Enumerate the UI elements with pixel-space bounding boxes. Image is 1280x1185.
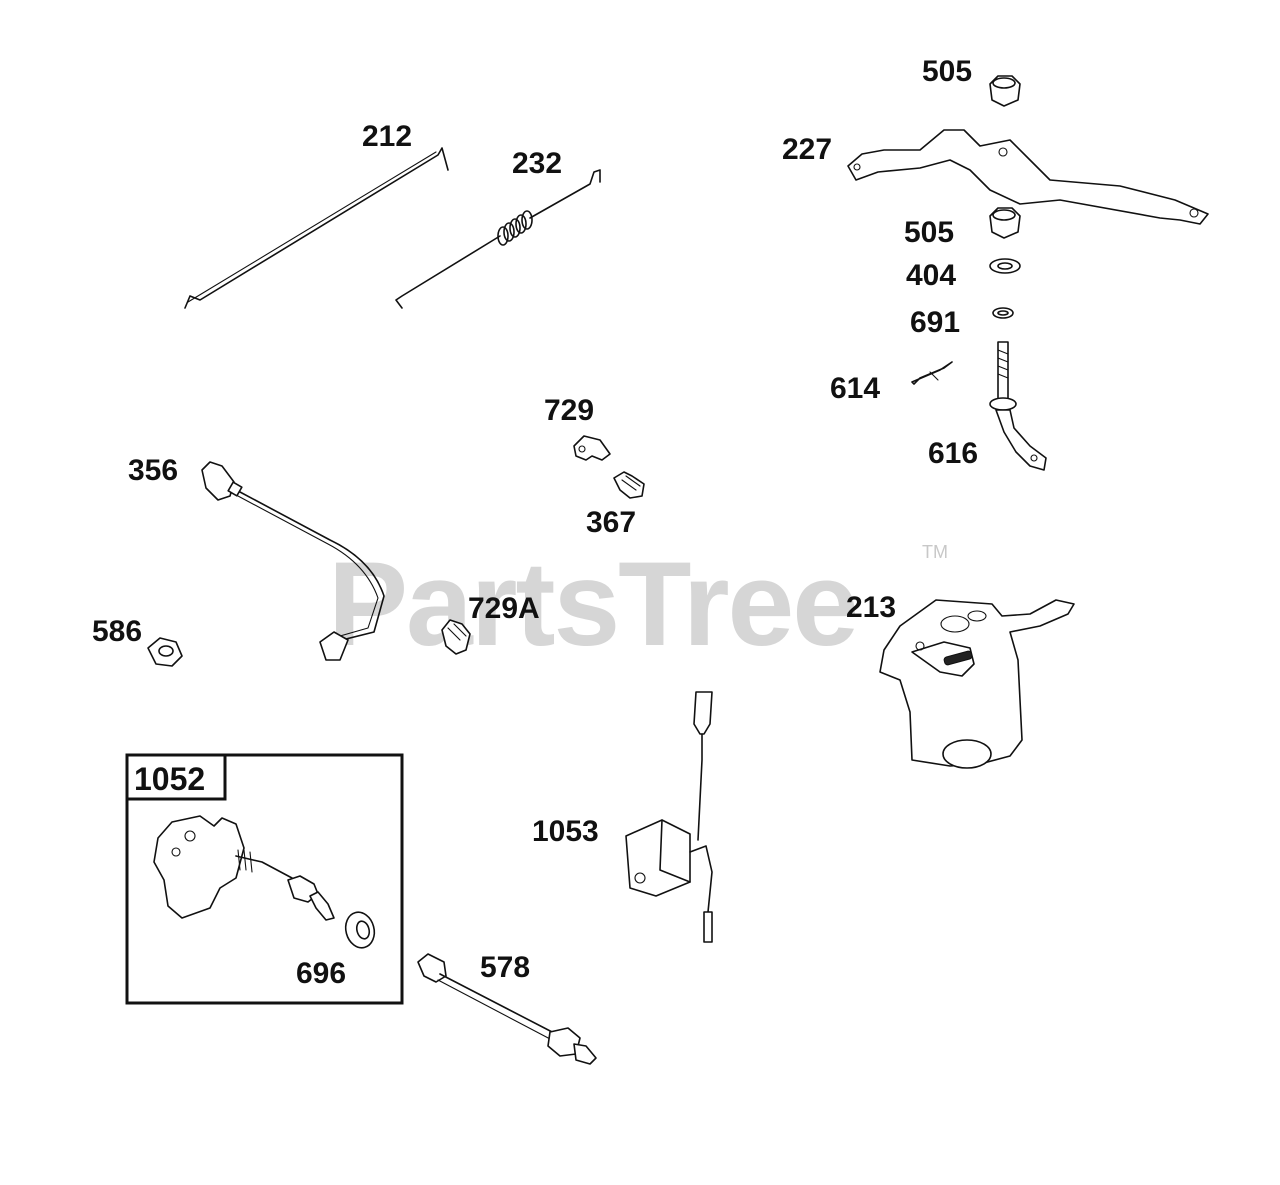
part-696-seal[interactable] [342,909,378,951]
part-212-rod[interactable] [184,147,449,309]
label-691: 691 [910,306,960,339]
kit-frame [125,753,404,1005]
watermark-text: PartsTree [328,537,857,671]
part-586-nut[interactable] [147,637,183,667]
part-614-clip[interactable] [911,361,953,385]
label-586: 586 [92,615,142,648]
label-1053: 1053 [532,815,599,848]
label-729A: 729A [468,592,540,625]
label-212: 212 [362,120,412,153]
part-578-fuel-line[interactable] [417,953,597,1065]
label-213: 213 [846,591,896,624]
part-729-clamp[interactable] [573,435,611,461]
part-232-spring-link[interactable] [395,169,601,309]
part-fuel-valve[interactable] [153,815,335,921]
part-356-spark-plug-wire[interactable] [201,461,385,661]
part-227-bracket[interactable] [847,129,1209,225]
watermark-trademark: TM [922,542,948,562]
label-505-top: 505 [922,55,972,88]
label-227: 227 [782,133,832,166]
label-367: 367 [586,506,636,539]
label-232: 232 [512,147,562,180]
label-614: 614 [830,372,880,405]
kit-1052-label: 1052 [134,761,205,797]
part-691-washer[interactable] [992,307,1014,319]
part-213-control-plate[interactable] [879,599,1075,769]
part-1053-module[interactable] [625,691,713,943]
kit-1052-box[interactable]: 1052 [125,753,404,1005]
label-505-mid: 505 [904,216,954,249]
label-356: 356 [128,454,178,487]
label-616: 616 [928,437,978,470]
part-367-screw[interactable] [613,471,645,499]
part-505-nut-mid[interactable] [989,207,1021,239]
watermark: PartsTree TM [328,537,948,671]
part-729A-clip[interactable] [441,619,471,655]
label-729: 729 [544,394,594,427]
kit-tab [125,753,227,801]
part-616-shaft[interactable] [989,341,1047,471]
part-404-washer[interactable] [989,258,1021,274]
label-578: 578 [480,951,530,984]
part-505-nut-top[interactable] [989,75,1021,107]
label-696: 696 [296,957,346,990]
label-404: 404 [906,259,956,292]
